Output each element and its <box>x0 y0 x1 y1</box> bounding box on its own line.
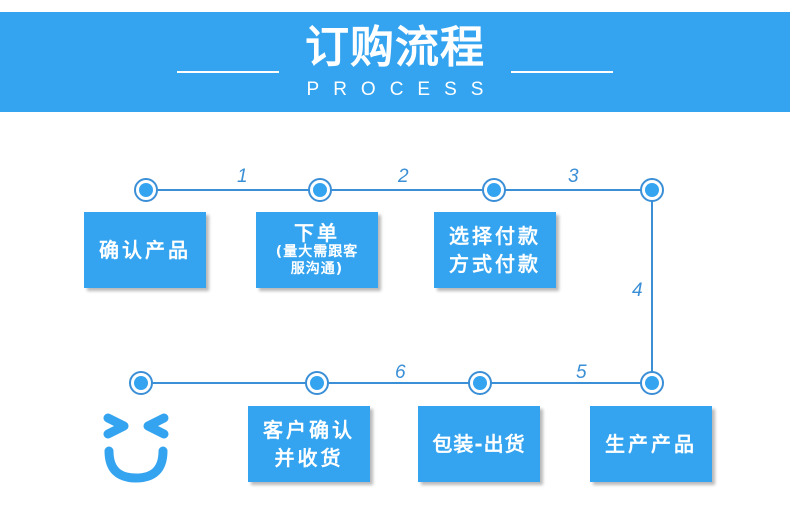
step-box-place-order: 下单 (量大需跟客 服沟通) <box>256 212 378 288</box>
node-marker-produce-product <box>640 371 664 395</box>
connector-lines <box>141 189 653 384</box>
step-label: 生产产品 <box>605 432 697 456</box>
node-markers <box>129 178 664 395</box>
step-box-choose-payment: 选择付款 方式付款 <box>434 212 556 288</box>
step-label-line-1: 选择付款 <box>449 224 541 248</box>
step-box-produce-product: 生产产品 <box>590 406 712 482</box>
step-box-confirm-product: 确认产品 <box>84 212 206 288</box>
header-banner: 订购流程 PROCESS <box>0 12 790 112</box>
node-marker-pack-ship <box>468 371 492 395</box>
step-label: 确认产品 <box>99 238 191 262</box>
connector-label-5: 5 <box>576 362 587 383</box>
step-note-line-1: (量大需跟客 <box>275 244 359 260</box>
connector-label-3: 3 <box>568 166 579 187</box>
step-note-line-2: 服沟通) <box>290 261 344 277</box>
node-marker-corner-top <box>640 178 664 202</box>
step-label: 下单 <box>294 221 340 245</box>
banner-divider-right <box>511 71 613 73</box>
step-label-line-1: 客户确认 <box>263 418 355 442</box>
node-marker-end <box>129 371 153 395</box>
page-subtitle: PROCESS <box>306 79 498 100</box>
step-label-line-2: 方式付款 <box>449 252 541 276</box>
step-box-pack-ship: 包装-出货 <box>418 406 540 482</box>
node-marker-confirm-product <box>134 178 158 202</box>
connector-label-4: 4 <box>632 280 643 301</box>
connector-label-6: 6 <box>395 362 406 383</box>
page-title: 订购流程 <box>305 22 485 73</box>
connector-label-2: 2 <box>398 166 409 187</box>
node-marker-customer-receive <box>305 371 329 395</box>
connector-label-1: 1 <box>237 166 248 187</box>
step-box-customer-receive: 客户确认 并收货 <box>248 406 370 482</box>
node-marker-place-order <box>308 178 332 202</box>
step-label: 包装-出货 <box>432 432 526 456</box>
banner-divider-left <box>177 71 279 73</box>
step-label-line-2: 并收货 <box>274 446 344 470</box>
node-marker-choose-payment <box>482 178 506 202</box>
smiley-face-icon <box>103 413 169 483</box>
